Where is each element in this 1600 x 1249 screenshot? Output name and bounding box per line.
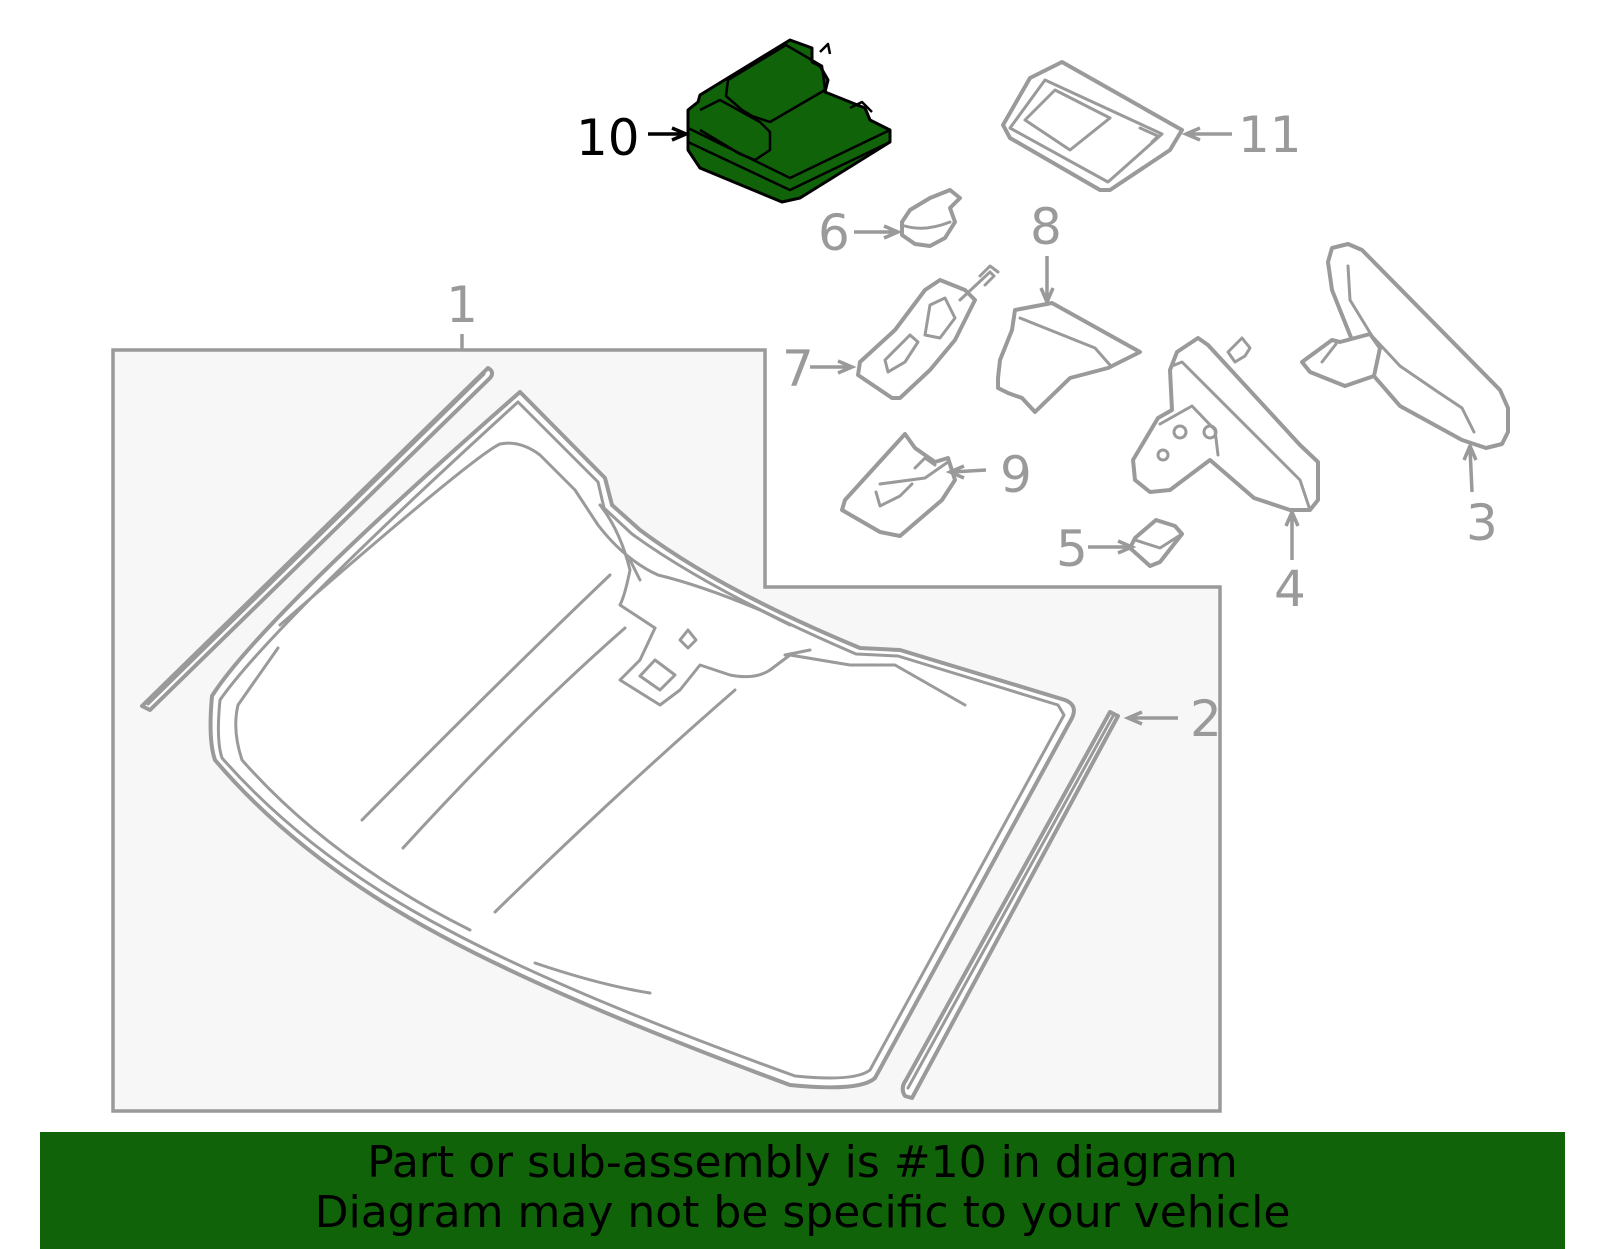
bezel-part-11[interactable] [1001, 60, 1184, 192]
callout-1: 1 [446, 276, 478, 334]
mirror-part-3[interactable] [1300, 242, 1510, 450]
bracket-part-7[interactable] [856, 264, 1000, 400]
banner-line-1: Part or sub-assembly is #10 in diagram [367, 1137, 1238, 1188]
callout-10: 10 [576, 109, 640, 167]
bracket-part-9[interactable] [840, 432, 957, 538]
callout-arrows [460, 126, 1478, 726]
clip-part-5[interactable] [1128, 518, 1184, 568]
callout-5: 5 [1056, 520, 1088, 578]
info-banner: Part or sub-assembly is #10 in diagram D… [40, 1132, 1565, 1249]
module-part-10[interactable] [686, 38, 892, 204]
left-moulding-strip[interactable] [140, 366, 495, 712]
sensor-part-6[interactable] [900, 188, 962, 248]
callout-6: 6 [818, 204, 850, 262]
callout-7: 7 [782, 340, 814, 398]
banner-line-2: Diagram may not be specific to your vehi… [314, 1187, 1291, 1238]
mirror-mount-part-4[interactable] [1131, 336, 1320, 512]
callout-4: 4 [1274, 560, 1306, 618]
windshield-part-1[interactable] [208, 390, 1076, 1090]
callout-8: 8 [1030, 198, 1062, 256]
cover-part-8[interactable] [996, 301, 1142, 414]
right-moulding-strip-part-2[interactable] [900, 710, 1120, 1100]
callout-9: 9 [1000, 446, 1032, 504]
callout-3: 3 [1466, 494, 1498, 552]
callout-2: 2 [1190, 690, 1222, 748]
callout-11: 11 [1238, 106, 1302, 164]
